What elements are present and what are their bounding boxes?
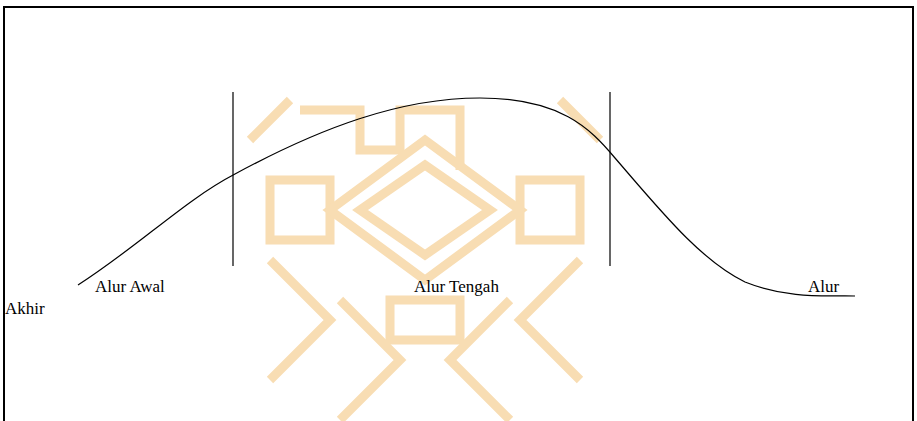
- section-divider: [232, 92, 233, 266]
- watermark-stroke: [330, 140, 520, 280]
- watermark-stroke: [520, 180, 580, 240]
- plot-curve: [78, 98, 855, 296]
- section-label: Alur Tengah: [414, 276, 564, 298]
- section-label: Alur Awal: [95, 276, 225, 298]
- watermark-stroke: [270, 180, 330, 240]
- watermark-stroke: [340, 300, 510, 420]
- watermark-logo: [250, 100, 600, 420]
- watermark-stroke: [300, 110, 460, 170]
- watermark-stroke: [250, 100, 600, 140]
- watermark-stroke: [270, 260, 580, 380]
- section-divider: [609, 92, 610, 266]
- watermark-stroke: [390, 300, 460, 340]
- watermark-stroke: [360, 165, 490, 255]
- section-label: Alur Akhir: [5, 276, 863, 320]
- frame-border: [4, 7, 913, 421]
